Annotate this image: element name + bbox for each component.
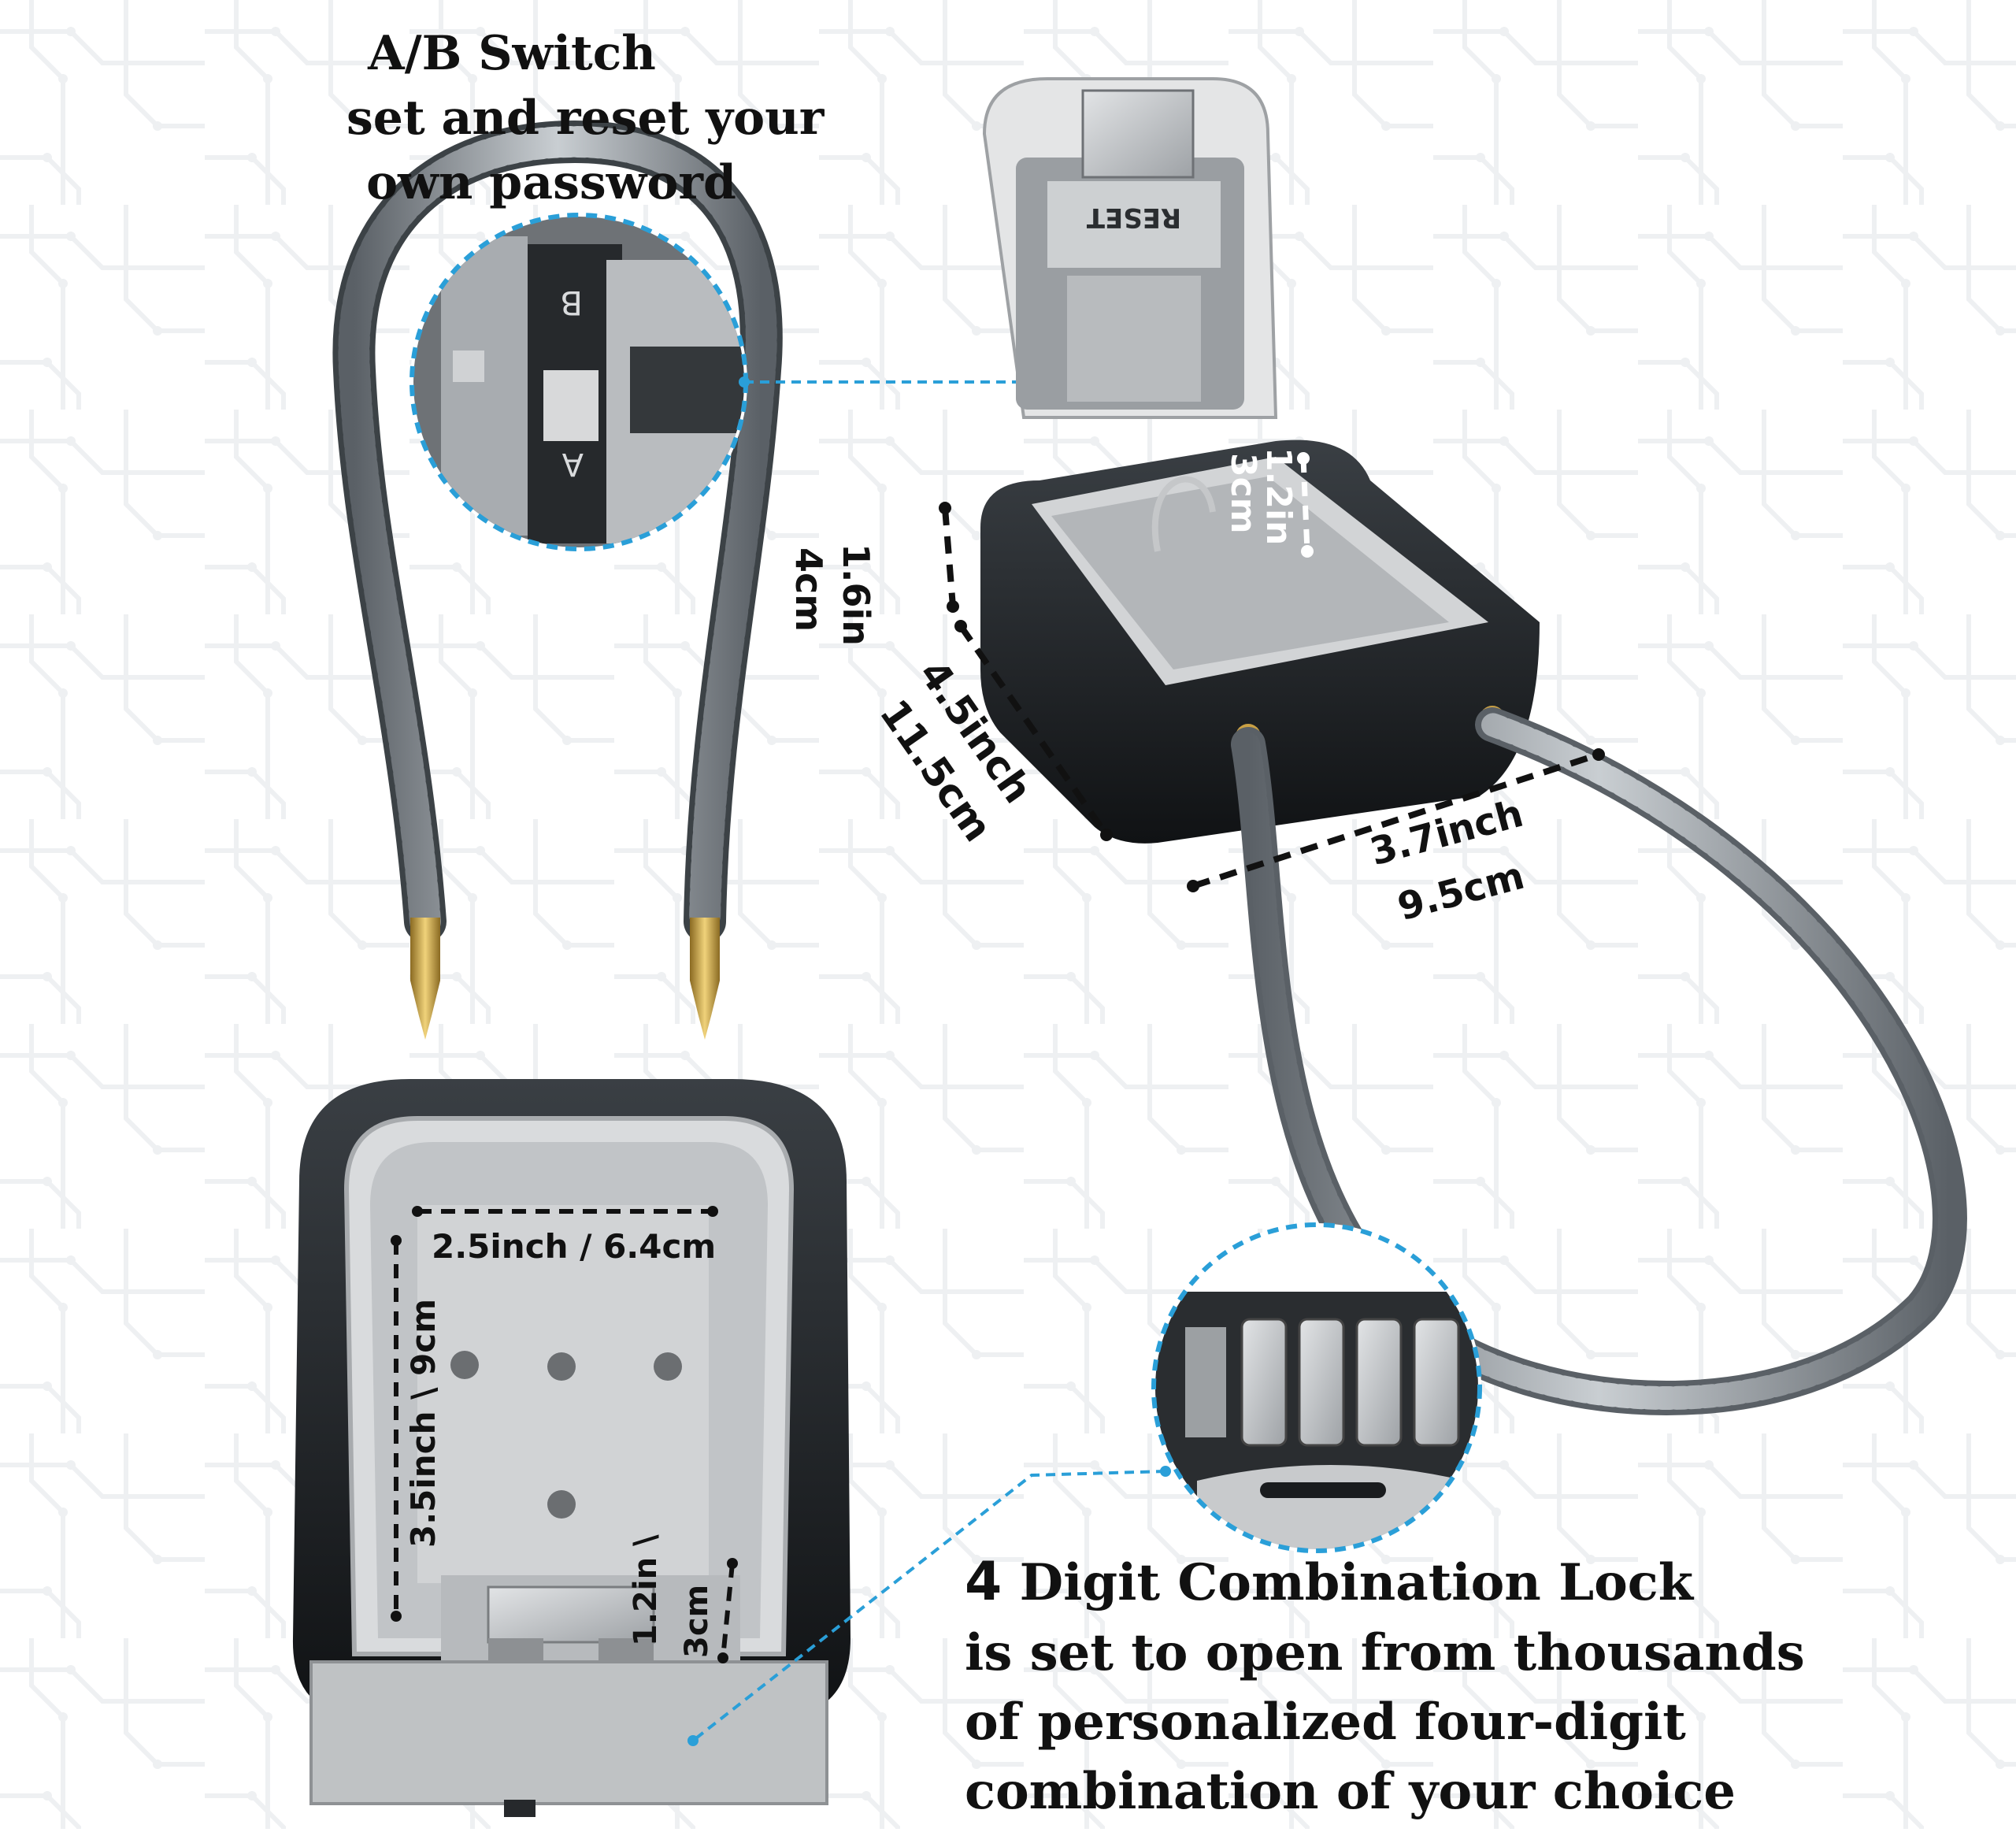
combo-line4: combination of your choice bbox=[965, 1762, 1736, 1821]
combo-title: Digit Combination Lock bbox=[1002, 1553, 1694, 1612]
dim-front-depth-inch: 1.2in \ bbox=[628, 1534, 664, 1646]
shackle-brass-tip-left bbox=[410, 918, 440, 1040]
shackle-cable bbox=[332, 120, 783, 943]
zoom-label-b: B bbox=[560, 284, 583, 322]
dim-lines-open-box bbox=[939, 452, 1605, 892]
dim-depth-cm: 4cm bbox=[788, 547, 830, 632]
dim-inner-width: 2.5inch / 6.4cm bbox=[432, 1227, 717, 1266]
dim-inner-depth-cm: 3cm bbox=[1223, 453, 1263, 534]
ab-switch-line2: set and reset your bbox=[346, 91, 825, 146]
shackle-brass-tip-right bbox=[690, 918, 720, 1040]
combo-line2: is set to open from thousands bbox=[965, 1623, 1805, 1682]
combo-digit: 4 bbox=[965, 1551, 1002, 1613]
ab-switch-zoom-circle: B A bbox=[410, 213, 748, 551]
combo-lock-connector bbox=[687, 1466, 1171, 1746]
ab-switch-line3: own password bbox=[366, 155, 736, 210]
zoom-label-a: A bbox=[561, 446, 584, 482]
combo-line3: of personalized four-digit bbox=[965, 1693, 1686, 1752]
lid-reset-label: RESET bbox=[1086, 202, 1181, 233]
front-lockbox bbox=[292, 1079, 850, 1817]
ab-switch-caption: A/B Switch set and reset your own passwo… bbox=[346, 30, 825, 206]
open-lockbox: RESET bbox=[980, 77, 1540, 844]
combo-lock-zoom-circle bbox=[1151, 1222, 1482, 1553]
dim-inner-depth-inch: 1.2in bbox=[1258, 447, 1299, 546]
dim-depth-inch: 1.6in bbox=[835, 543, 877, 647]
dim-lines-front-box bbox=[391, 1206, 738, 1663]
dim-inner-height: 3.5inch \ 9cm bbox=[404, 1299, 443, 1548]
ab-switch-title: A/B Switch bbox=[368, 26, 656, 81]
right-shackle-cable bbox=[1231, 707, 1967, 1415]
dim-front-depth-cm: 3cm bbox=[679, 1584, 715, 1658]
combo-lock-caption: 4 Digit Combination Lock is set to open … bbox=[965, 1556, 1805, 1817]
